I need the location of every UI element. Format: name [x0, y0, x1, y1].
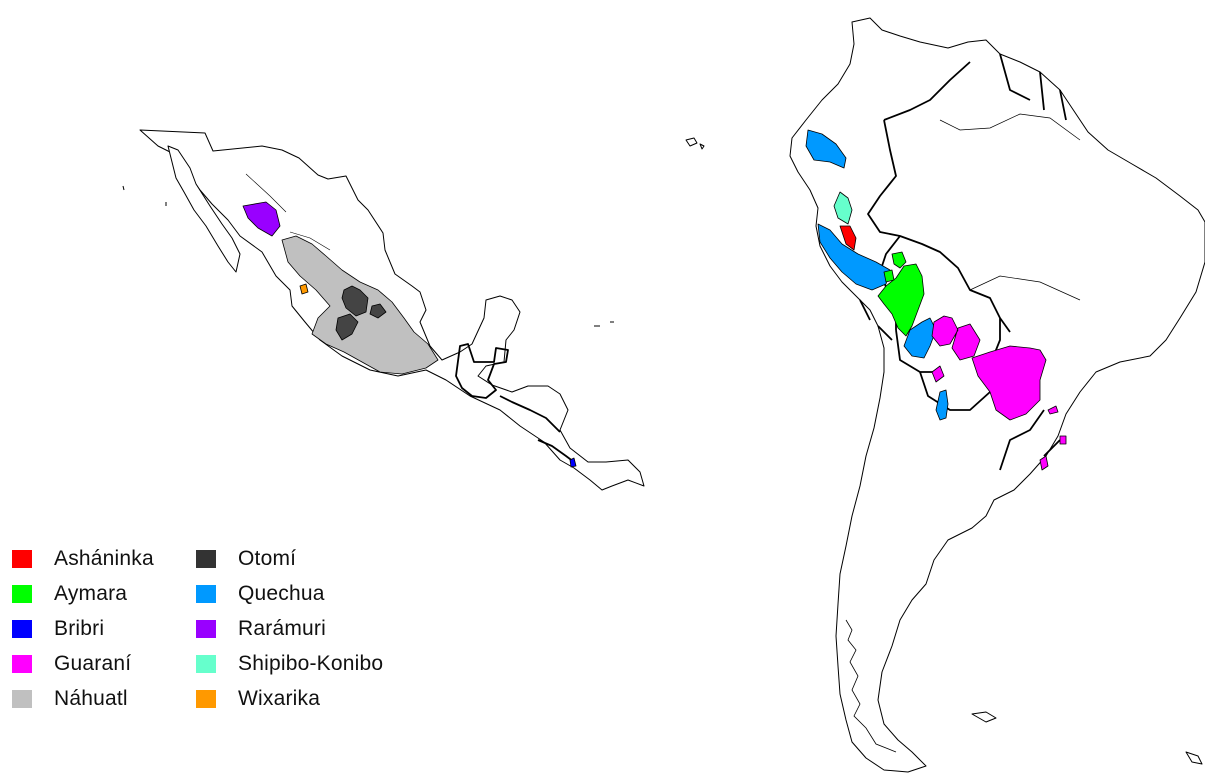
legend-swatch	[12, 584, 32, 603]
legend-item-ashaninka: Asháninka	[12, 541, 154, 576]
legend-item-bribri: Bribri	[12, 611, 154, 646]
legend-label: Quechua	[238, 581, 325, 605]
central-america-borders	[499, 395, 575, 463]
legend-swatch	[12, 689, 32, 708]
legend-item-shipibo-konibo: Shipibo-Konibo	[196, 646, 383, 681]
legend-swatch	[196, 689, 216, 708]
legend-swatch	[196, 584, 216, 603]
legend-label: Otomí	[238, 546, 297, 570]
region-aymara	[877, 251, 925, 337]
legend-label: Bribri	[54, 616, 105, 640]
legend-item-aymara: Aymara	[12, 576, 154, 611]
legend-label: Aymara	[54, 581, 128, 605]
legend-item-wixarika: Wixarika	[196, 681, 383, 716]
caribbean-islands	[685, 137, 705, 150]
region-guarani	[931, 315, 1067, 471]
region-quechua-south	[903, 317, 949, 421]
legend-item-quechua: Quechua	[196, 576, 383, 611]
region-otomi	[335, 285, 387, 341]
legend-label: Shipibo-Konibo	[238, 651, 384, 675]
legend-item-raramuri: Rarámuri	[196, 611, 383, 646]
legend-column-2: Otomí Quechua Rarámuri Shipibo-Konibo Wi…	[196, 541, 383, 716]
legend-column-1: Asháninka Aymara Bribri Guaraní Náhuatl	[12, 541, 154, 716]
region-quechua-central	[817, 223, 891, 291]
legend-label: Guaraní	[54, 651, 132, 675]
legend-label: Rarámuri	[238, 616, 326, 640]
baja-california	[167, 145, 241, 273]
legend-swatch	[12, 619, 32, 638]
legend-swatch	[196, 654, 216, 673]
guatemala-border	[455, 343, 509, 399]
region-ashaninka	[839, 225, 857, 251]
legend-item-nahuatl: Náhuatl	[12, 681, 154, 716]
region-shipibo-konibo	[833, 191, 853, 225]
region-wixarika	[299, 283, 309, 295]
region-quechua-north	[805, 129, 847, 169]
legend-label: Asháninka	[54, 546, 154, 570]
legend-swatch	[12, 549, 32, 568]
legend-swatch	[196, 619, 216, 638]
falkland-islands	[971, 711, 1203, 765]
legend-swatch	[12, 654, 32, 673]
legend-label: Wixarika	[238, 686, 321, 710]
legend-swatch	[196, 549, 216, 568]
legend-label: Náhuatl	[54, 686, 128, 710]
region-raramuri	[242, 201, 281, 237]
legend-item-otomi: Otomí	[196, 541, 383, 576]
legend-item-guarani: Guaraní	[12, 646, 154, 681]
region-bribri	[569, 457, 577, 468]
